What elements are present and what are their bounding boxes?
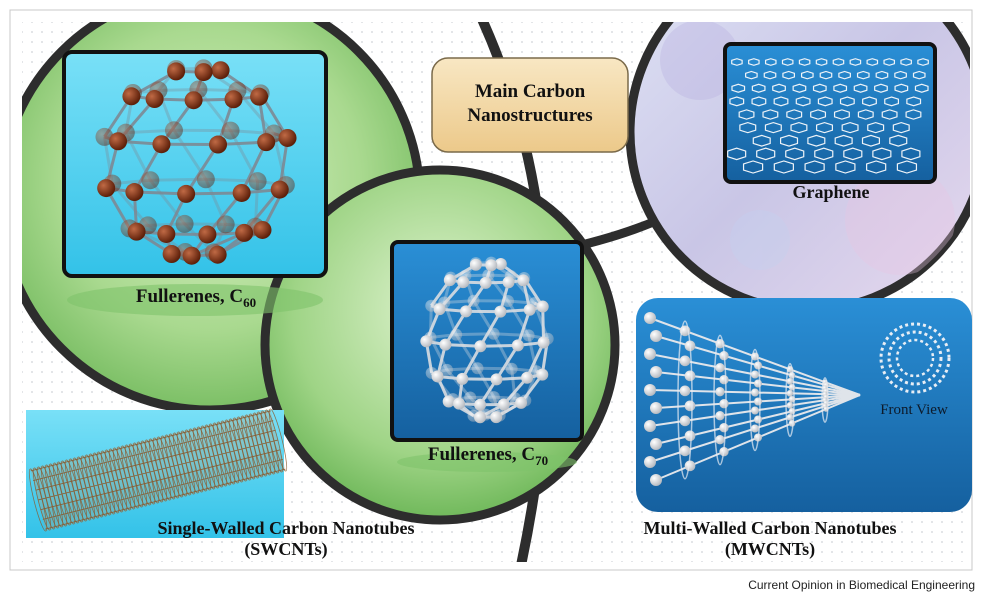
- mwcnt-label-line-2: (MWCNTs): [725, 539, 815, 560]
- c60-panel: [64, 52, 326, 316]
- swcnt-label-line-2: (SWCNTs): [244, 539, 327, 560]
- c70-label: Fullerenes, C70: [428, 444, 548, 468]
- c60-label: Fullerenes, C60: [136, 286, 256, 310]
- title-line-2: Nanostructures: [467, 105, 592, 126]
- graphene-label: Graphene: [792, 182, 869, 202]
- c60-label-text: Fullerenes, C: [136, 286, 243, 307]
- front-view-label: Front View: [880, 402, 948, 418]
- graphene-panel: [725, 44, 935, 182]
- c70-subscript: 70: [535, 453, 548, 468]
- credit-line: Current Opinion in Biomedical Engineerin…: [748, 578, 975, 592]
- c60-subscript: 60: [243, 295, 256, 310]
- swcnt-label-line-1: Single-Walled Carbon Nanotubes: [157, 518, 414, 538]
- mwcnt-label-line-1: Multi-Walled Carbon Nanotubes: [643, 518, 896, 538]
- c70-label-text: Fullerenes, C: [428, 444, 535, 465]
- title-line-1: Main Carbon: [475, 81, 586, 102]
- c70-panel: [392, 242, 582, 472]
